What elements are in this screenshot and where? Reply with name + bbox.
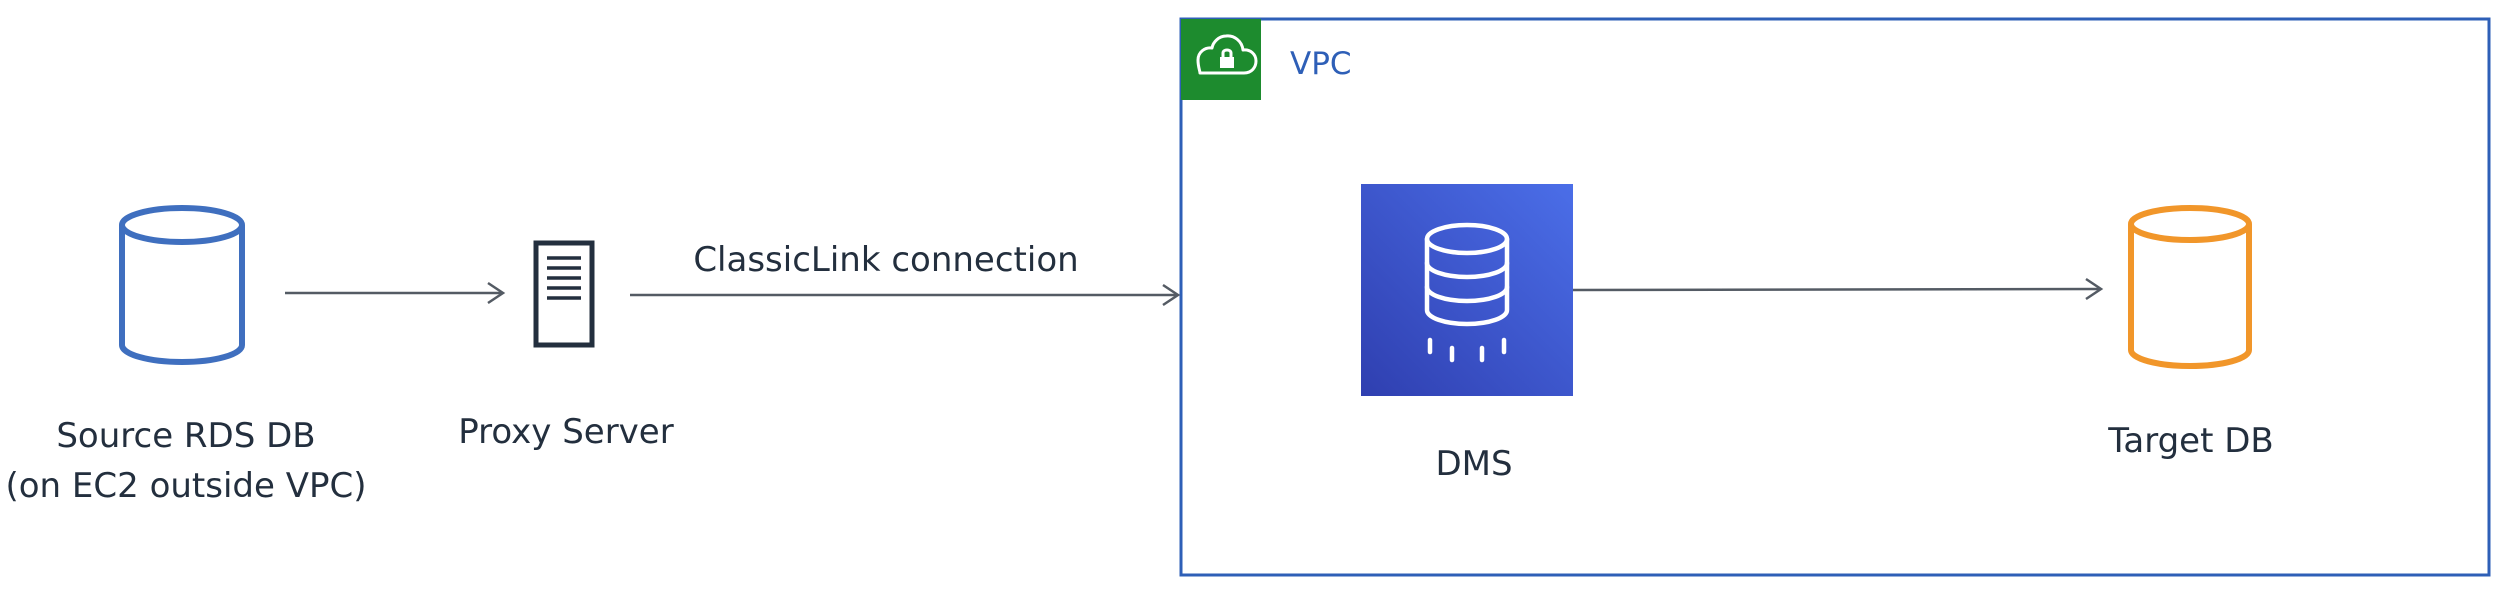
database-cylinder-icon — [119, 205, 245, 365]
cloud-lock-icon — [1196, 34, 1258, 75]
target-db-label: Target DB — [2107, 421, 2274, 461]
database-cylinder-icon — [2128, 205, 2252, 369]
dms-label: DMS — [1435, 444, 1512, 484]
arrow-proxy-to-vpc — [630, 283, 1181, 307]
dms-tile — [1361, 184, 1573, 396]
vpc-boundary: VPC — [1179, 17, 2491, 577]
source-db-label-line1: Source RDS DB — [56, 416, 315, 456]
vpc-border — [1179, 17, 2491, 577]
server-icon — [533, 240, 595, 348]
proxy-label: Proxy Server — [458, 412, 673, 452]
vpc-label: VPC — [1290, 46, 1352, 82]
classiclink-label: ClassicLink connection — [693, 240, 1078, 280]
arrow-dms-to-target — [1572, 277, 2104, 301]
database-migration-service-icon — [1361, 184, 1573, 396]
arrow-source-to-proxy — [285, 281, 506, 305]
source-db-label-line2: (on EC2 outside VPC) — [5, 466, 366, 506]
